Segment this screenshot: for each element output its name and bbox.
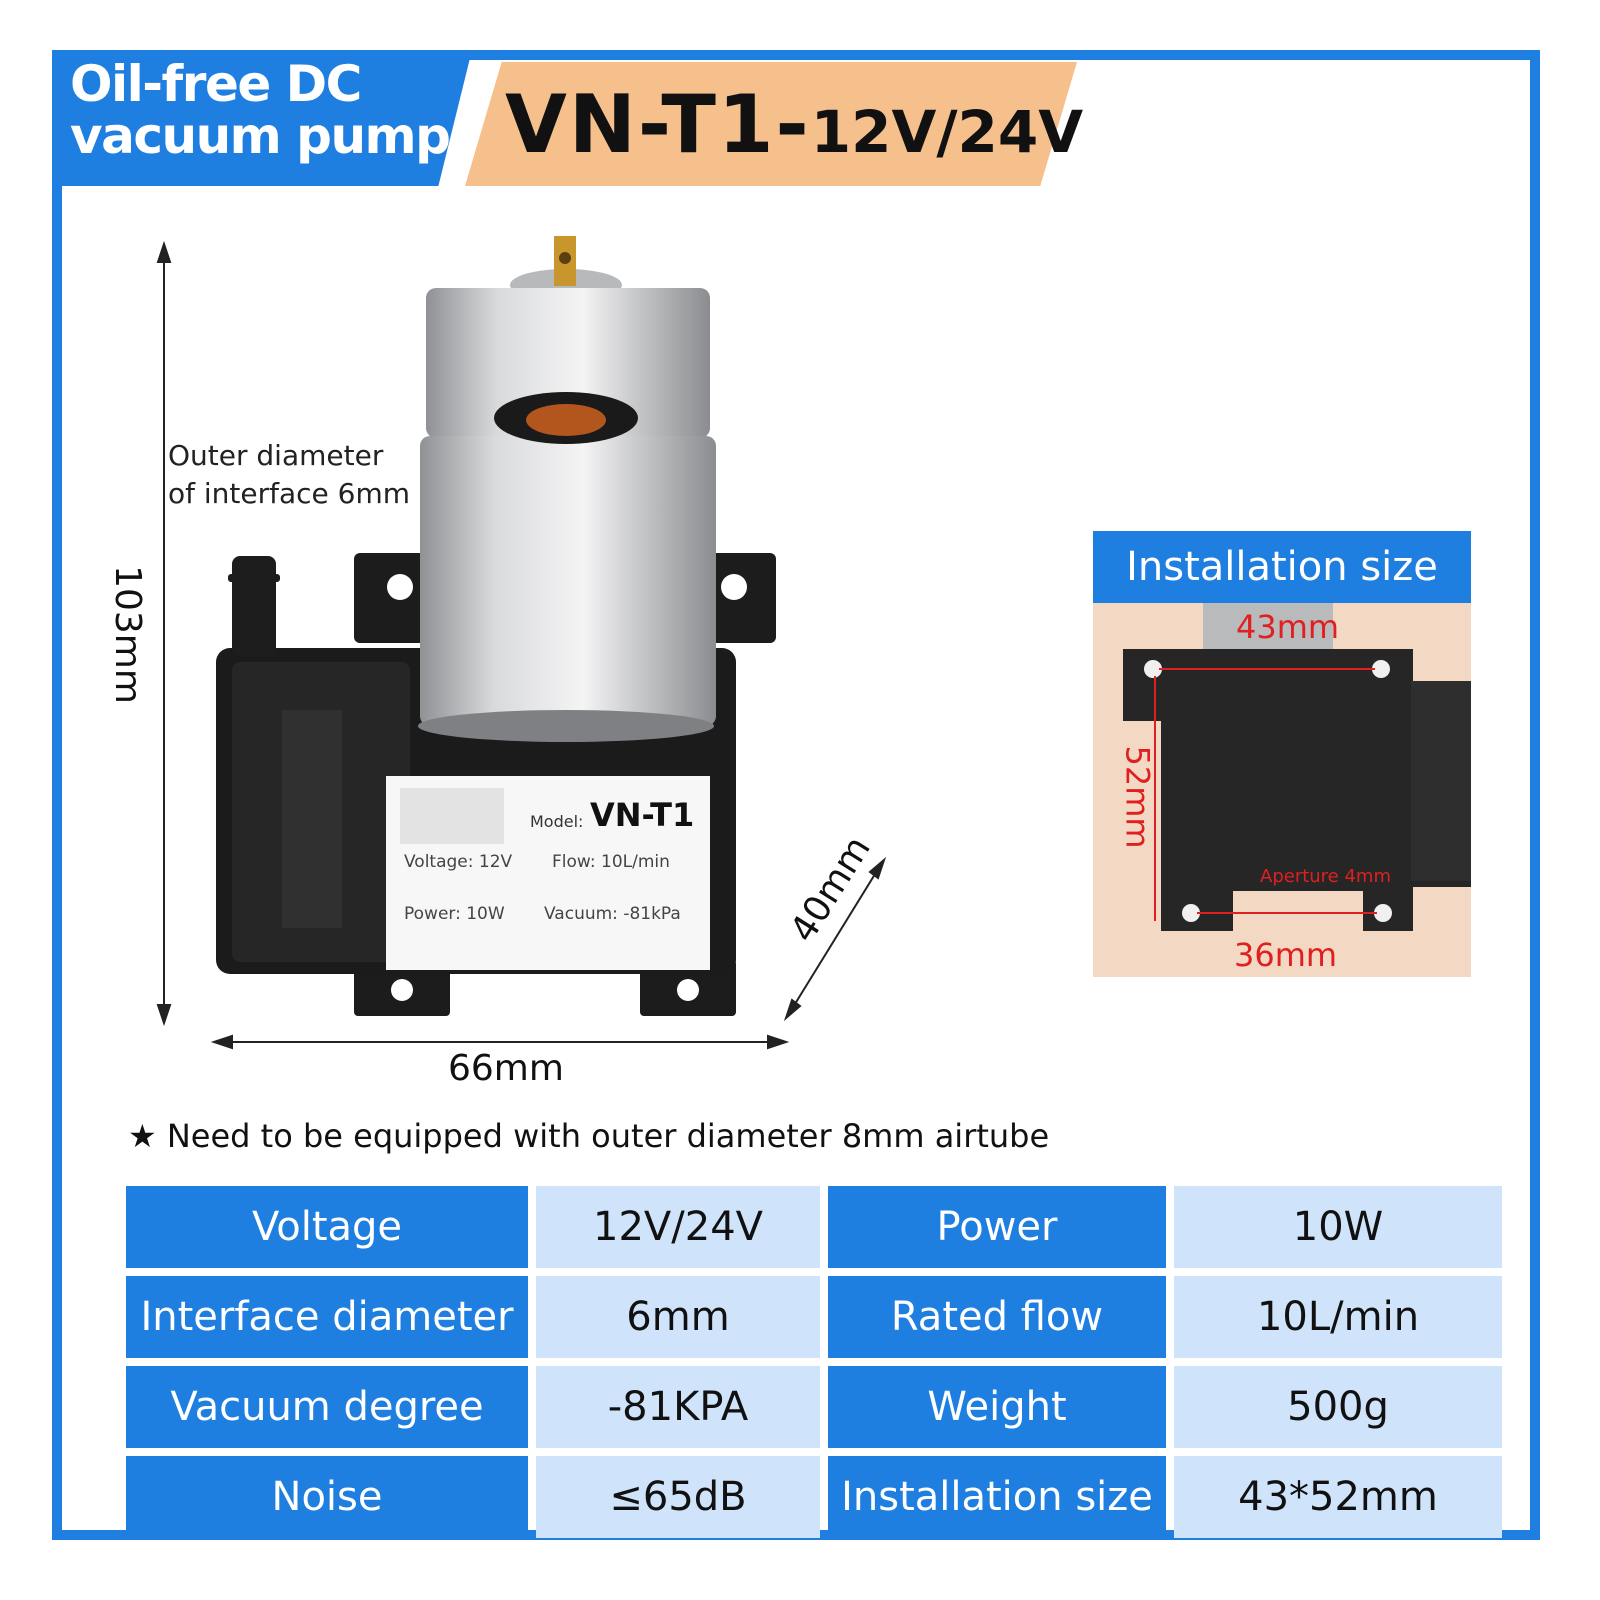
- label-flow: Flow: 10L/min: [552, 852, 670, 872]
- inlet-nozzle-icon: [228, 556, 280, 656]
- spec-value: 10W: [1174, 1186, 1502, 1268]
- installation-diagram: [1123, 591, 1471, 931]
- title-banner: [52, 50, 472, 186]
- spec-value: ≤65dB: [536, 1456, 820, 1538]
- interface-note-line-1: Outer diameter: [168, 439, 384, 472]
- install-side-dimension: 52mm: [1118, 745, 1157, 849]
- model-name: VN-T1-: [505, 78, 811, 171]
- airtube-note: ★ Need to be equipped with outer diamete…: [128, 1117, 1049, 1155]
- title-line-2: vacuum pump: [70, 107, 451, 165]
- spec-label: Weight: [828, 1366, 1166, 1448]
- spec-table: Voltage 12V/24V Power 10W Interface diam…: [118, 1178, 1510, 1546]
- model-voltage: 12V/24V: [810, 98, 1084, 166]
- interface-note: Outer diameter of interface 6mm: [168, 437, 410, 513]
- install-bottom-dimension: 36mm: [1234, 936, 1338, 974]
- title-line-1: Oil-free DC: [70, 55, 362, 113]
- table-row: Voltage 12V/24V Power 10W: [126, 1186, 1502, 1268]
- page-title: Oil-free DC vacuum pump: [70, 55, 451, 165]
- spec-value: 12V/24V: [536, 1186, 820, 1268]
- spec-label: Noise: [126, 1456, 528, 1538]
- label-model: VN-T1: [590, 796, 695, 834]
- label-model-caption: Model:: [530, 812, 584, 831]
- table-row: Interface diameter 6mm Rated flow 10L/mi…: [126, 1276, 1502, 1358]
- label-voltage: Voltage: 12V: [404, 852, 513, 872]
- spec-value: 6mm: [536, 1276, 820, 1358]
- table-row: Vacuum degree -81KPA Weight 500g: [126, 1366, 1502, 1448]
- label-power: Power: 10W: [404, 904, 505, 924]
- model-banner: [465, 62, 1077, 186]
- airtube-note-text: Need to be equipped with outer diameter …: [166, 1117, 1050, 1155]
- label-vacuum: Vacuum: -81kPa: [544, 904, 681, 924]
- spec-label: Voltage: [126, 1186, 528, 1268]
- spec-value: 500g: [1174, 1366, 1502, 1448]
- spec-value: -81KPA: [536, 1366, 820, 1448]
- spec-label: Interface diameter: [126, 1276, 528, 1358]
- product-label: [386, 776, 710, 970]
- spec-label: Power: [828, 1186, 1166, 1268]
- spec-value: 43*52mm: [1174, 1456, 1502, 1538]
- motor: [418, 236, 716, 742]
- spec-label: Rated flow: [828, 1276, 1166, 1358]
- interface-note-line-2: of interface 6mm: [168, 477, 411, 510]
- width-label: 66mm: [448, 1048, 564, 1089]
- install-aperture-note: Aperture 4mm: [1260, 866, 1392, 887]
- install-top-dimension: 43mm: [1236, 608, 1340, 646]
- installation-panel: [1093, 531, 1471, 977]
- spec-label: Installation size: [828, 1456, 1166, 1538]
- spec-label: Vacuum degree: [126, 1366, 528, 1448]
- depth-dimension-line: [783, 856, 887, 1022]
- height-dimension-line: [156, 240, 172, 1027]
- model-heading: VN-T1-12V/24V: [505, 78, 1083, 171]
- width-dimension-line: [210, 1034, 790, 1050]
- star-icon: ★: [128, 1117, 157, 1155]
- table-row: Noise ≤65dB Installation size 43*52mm: [126, 1456, 1502, 1538]
- height-label: 103mm: [106, 565, 148, 704]
- installation-title: Installation size: [1093, 531, 1471, 603]
- spec-value: 10L/min: [1174, 1276, 1502, 1358]
